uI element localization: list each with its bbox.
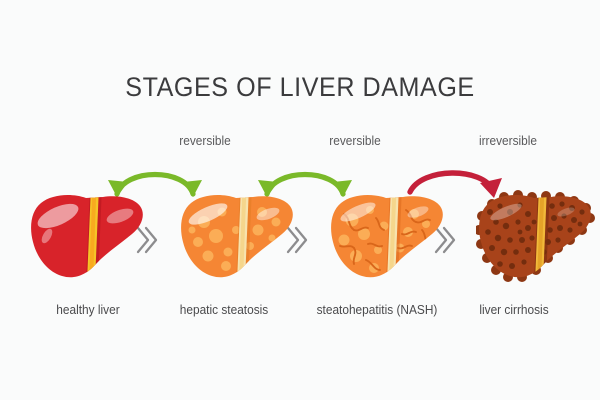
arrow-label-irreversible: irreversible [478,134,538,148]
caption-steatohepatitis: steatohepatitis (NASH) [316,303,438,317]
separator-chevron-2 [282,222,308,258]
stage-healthy-liver [28,186,148,296]
page-title: STAGES OF LIVER DAMAGE [125,72,475,102]
separator-chevron-3 [430,222,456,258]
arrow-label-reversible-2: reversible [329,134,381,148]
arrow-reversible-2 [247,156,363,202]
caption-liver-cirrhosis: liver cirrhosis [479,303,549,317]
arrow-label-reversible-1: reversible [179,134,231,148]
inflamed-liver-icon [331,195,443,278]
caption-healthy-liver: healthy liver [56,303,120,317]
stage-row [18,186,595,296]
stage-hepatic-steatosis [178,186,298,296]
healthy-liver-icon [31,195,143,278]
stage-steatohepatitis [328,186,448,296]
stage-liver-cirrhosis [476,186,596,296]
cirrhotic-liver-icon [476,190,595,282]
separator-chevron-1 [132,222,158,258]
caption-hepatic-steatosis: hepatic steatosis [179,303,269,317]
arrow-irreversible [396,156,512,202]
arrow-reversible-1 [97,156,213,202]
fatty-liver-icon [181,195,293,278]
